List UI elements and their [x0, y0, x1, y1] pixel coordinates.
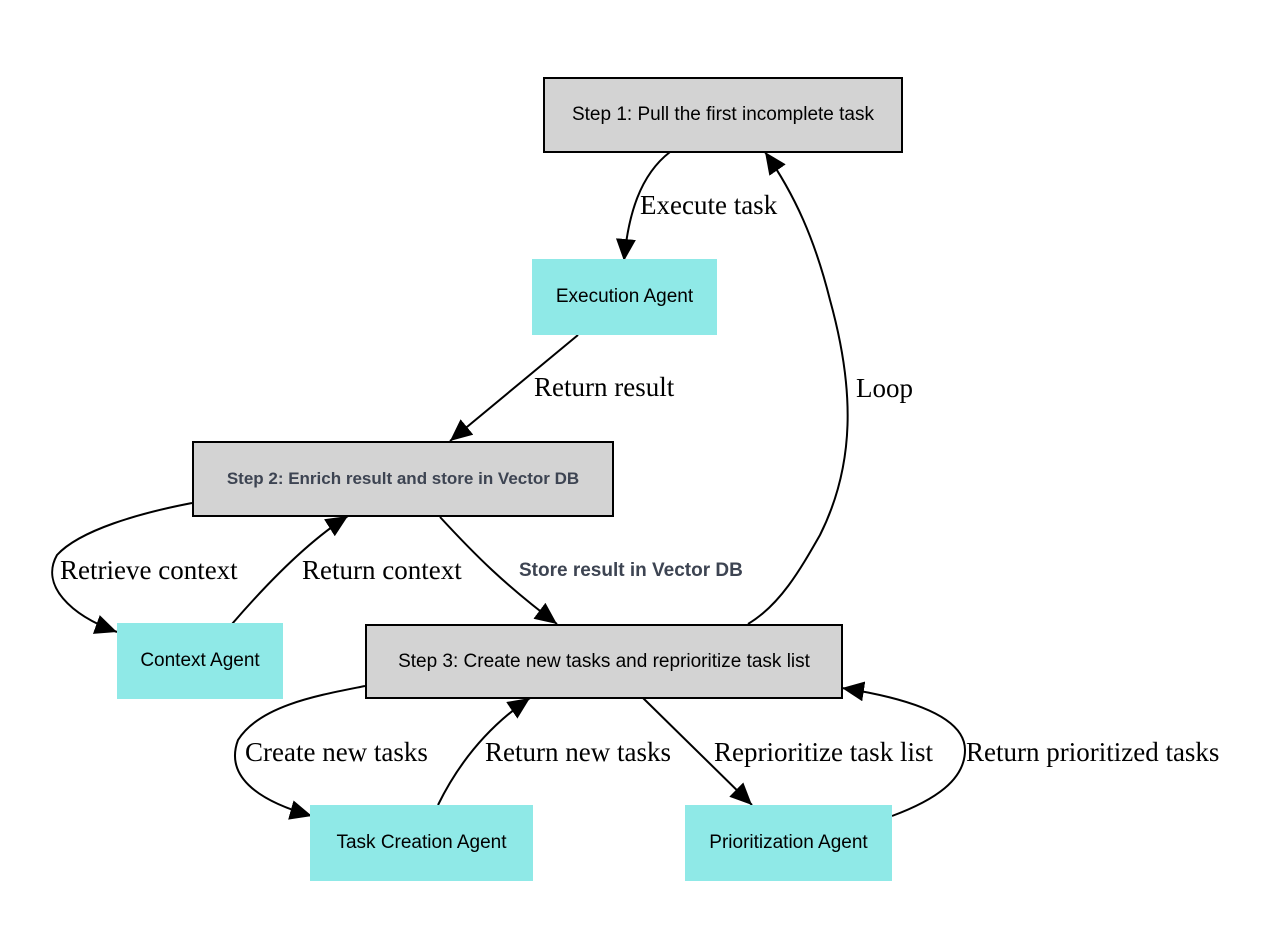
label-loop: Loop — [856, 373, 913, 403]
edge-loop — [747, 151, 849, 625]
node-step-1: Step 1: Pull the first incomplete task — [543, 77, 903, 153]
edge-return-prioritized — [841, 681, 967, 817]
edge-execute-task — [615, 151, 671, 262]
label-return-new-tasks: Return new tasks — [485, 737, 671, 767]
edge-retrieve-context — [51, 502, 193, 634]
label-execute-task: Execute task — [640, 190, 778, 220]
label-store-result: Store result in Vector DB — [519, 560, 743, 581]
label-return-context: Return context — [302, 555, 462, 585]
label-create-new-tasks: Create new tasks — [245, 737, 428, 767]
edge-create-new-tasks — [234, 685, 366, 820]
label-reprioritize-task-list: Reprioritize task list — [714, 737, 933, 767]
node-execution-agent: Execution Agent — [532, 259, 717, 335]
edge-store-result — [439, 516, 558, 625]
label-return-result: Return result — [534, 372, 675, 402]
node-step-2: Step 2: Enrich result and store in Vecto… — [192, 441, 614, 517]
edge-return-context — [231, 515, 349, 625]
node-context-agent: Context Agent — [117, 623, 283, 699]
label-return-prioritized-tasks: Return prioritized tasks — [966, 737, 1220, 767]
node-step-3: Step 3: Create new tasks and reprioritiz… — [365, 624, 843, 699]
edge-reprioritize — [642, 697, 753, 806]
edge-return-result — [449, 334, 579, 442]
edge-return-new-tasks — [437, 697, 531, 806]
node-prioritization-agent: Prioritization Agent — [685, 805, 892, 881]
label-retrieve-context: Retrieve context — [60, 555, 238, 585]
node-task-creation-agent: Task Creation Agent — [310, 805, 533, 881]
